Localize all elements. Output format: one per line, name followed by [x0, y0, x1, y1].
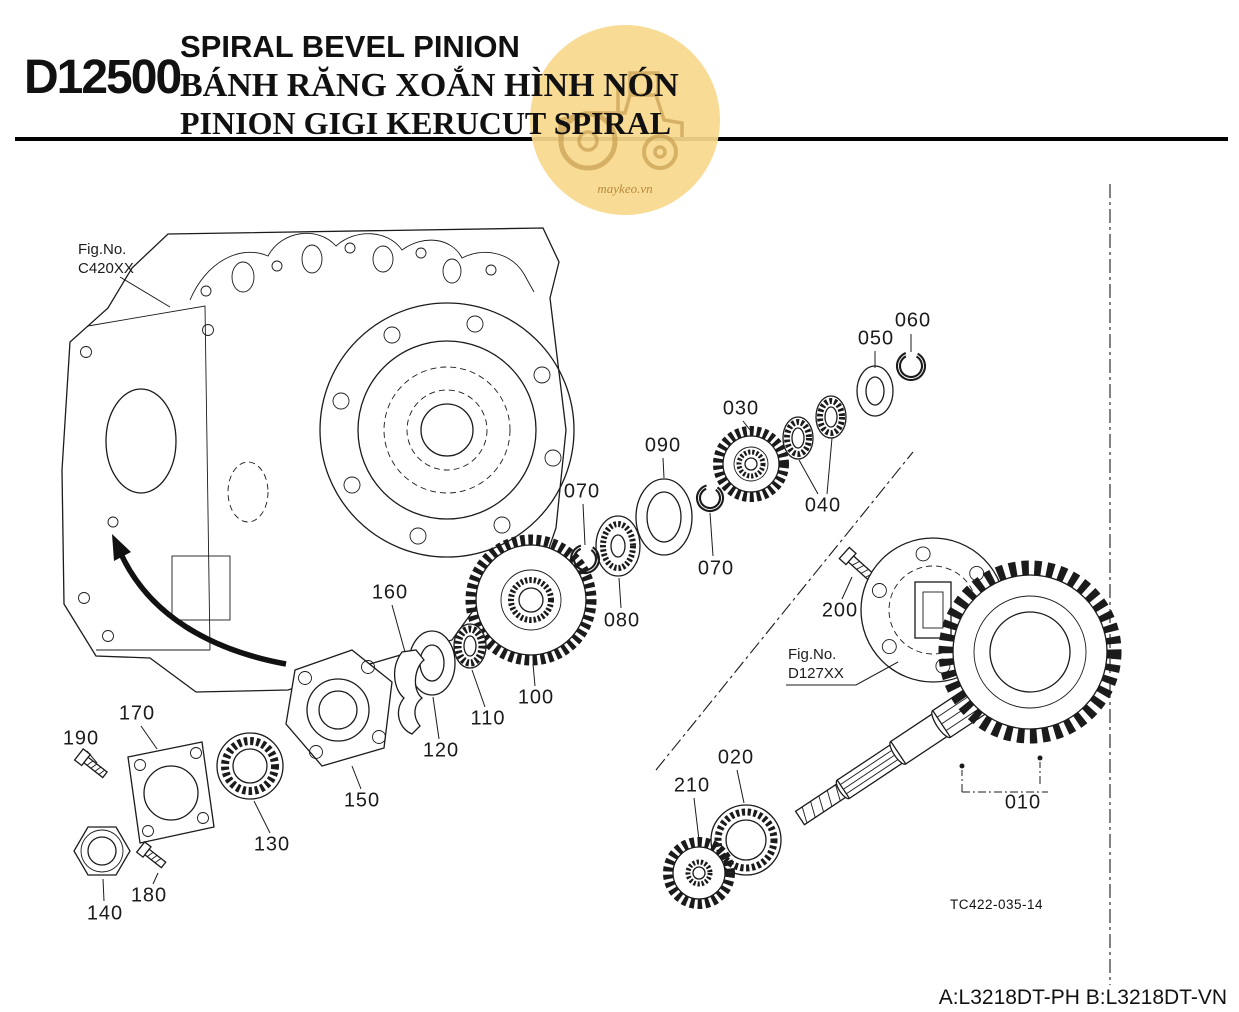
title-indonesian: PINION GIGI KERUCUT SPIRAL: [180, 105, 672, 141]
part-090-bearing-race: [635, 478, 693, 556]
part-210-gear: [663, 837, 735, 909]
part-100-gear: [465, 534, 597, 666]
part-080-spline-boss: [595, 515, 641, 577]
part-150-bearing-holder: [285, 649, 393, 767]
tractor-icon: [558, 71, 684, 171]
part-130-roller-bearing: [216, 732, 284, 800]
part-010-bracket: [959, 755, 1048, 793]
part-040-needle-bearings: [782, 395, 847, 460]
fig-ref-label: Fig.No.: [78, 241, 127, 258]
page-title: SPIRAL BEVEL PINION BÁNH RĂNG XOẮN HÌNH …: [180, 28, 679, 142]
title-vietnamese: BÁNH RĂNG XOẮN HÌNH NÓN: [180, 67, 679, 104]
fig-ref-label: Fig.No.: [788, 646, 837, 663]
drawing-code: TC422-035-14: [950, 897, 1044, 912]
part-170-cover-plate: [127, 741, 215, 844]
fig-ref-code: C420XX: [78, 260, 134, 277]
title-english: SPIRAL BEVEL PINION: [180, 29, 520, 64]
part-110-needle-bearing: [453, 623, 487, 669]
fig-ref-d127: Fig.No. D127XX: [788, 645, 844, 683]
fig-ref-code: D127XX: [788, 665, 844, 682]
part-060-snap-ring: [895, 350, 927, 382]
part-140-nut: [73, 826, 131, 876]
part-020-ball-bearing: [710, 804, 782, 876]
leader-lines: [86, 276, 912, 902]
watermark-text: maykeo.vn: [597, 181, 653, 196]
transmission-case: [61, 227, 575, 693]
part-070-circlip-rear: [695, 483, 725, 513]
part-190-bolt: [73, 748, 108, 779]
pointer-arrow: [112, 534, 287, 667]
footer-reference: A:L3218DT-PH B:L3218DT-VN: [938, 986, 1227, 1009]
part-180-bolt: [135, 841, 167, 869]
section-boundary-lines: [655, 184, 1111, 985]
part-spiral-bevel-gear: [938, 560, 1122, 744]
model-code: D12500: [24, 51, 182, 104]
part-030-gear: [713, 426, 789, 502]
watermark: maykeo.vn: [530, 25, 720, 215]
fig-ref-c420: Fig.No. C420XX: [78, 240, 134, 278]
part-050-bearing: [856, 365, 894, 417]
part-160-lock-washer: [394, 649, 425, 735]
